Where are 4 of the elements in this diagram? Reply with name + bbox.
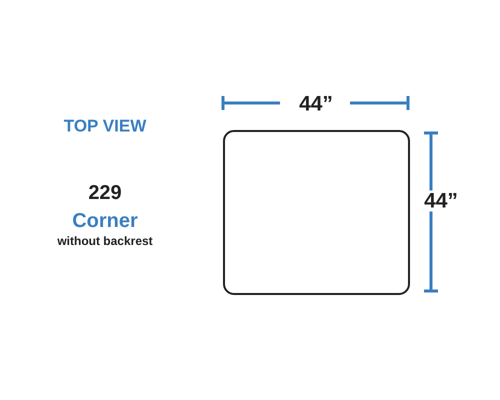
product-name: Corner xyxy=(72,211,138,231)
view-title: TOP VIEW xyxy=(64,118,146,134)
model-number: 229 xyxy=(88,183,122,203)
product-description: without backrest xyxy=(57,235,153,247)
